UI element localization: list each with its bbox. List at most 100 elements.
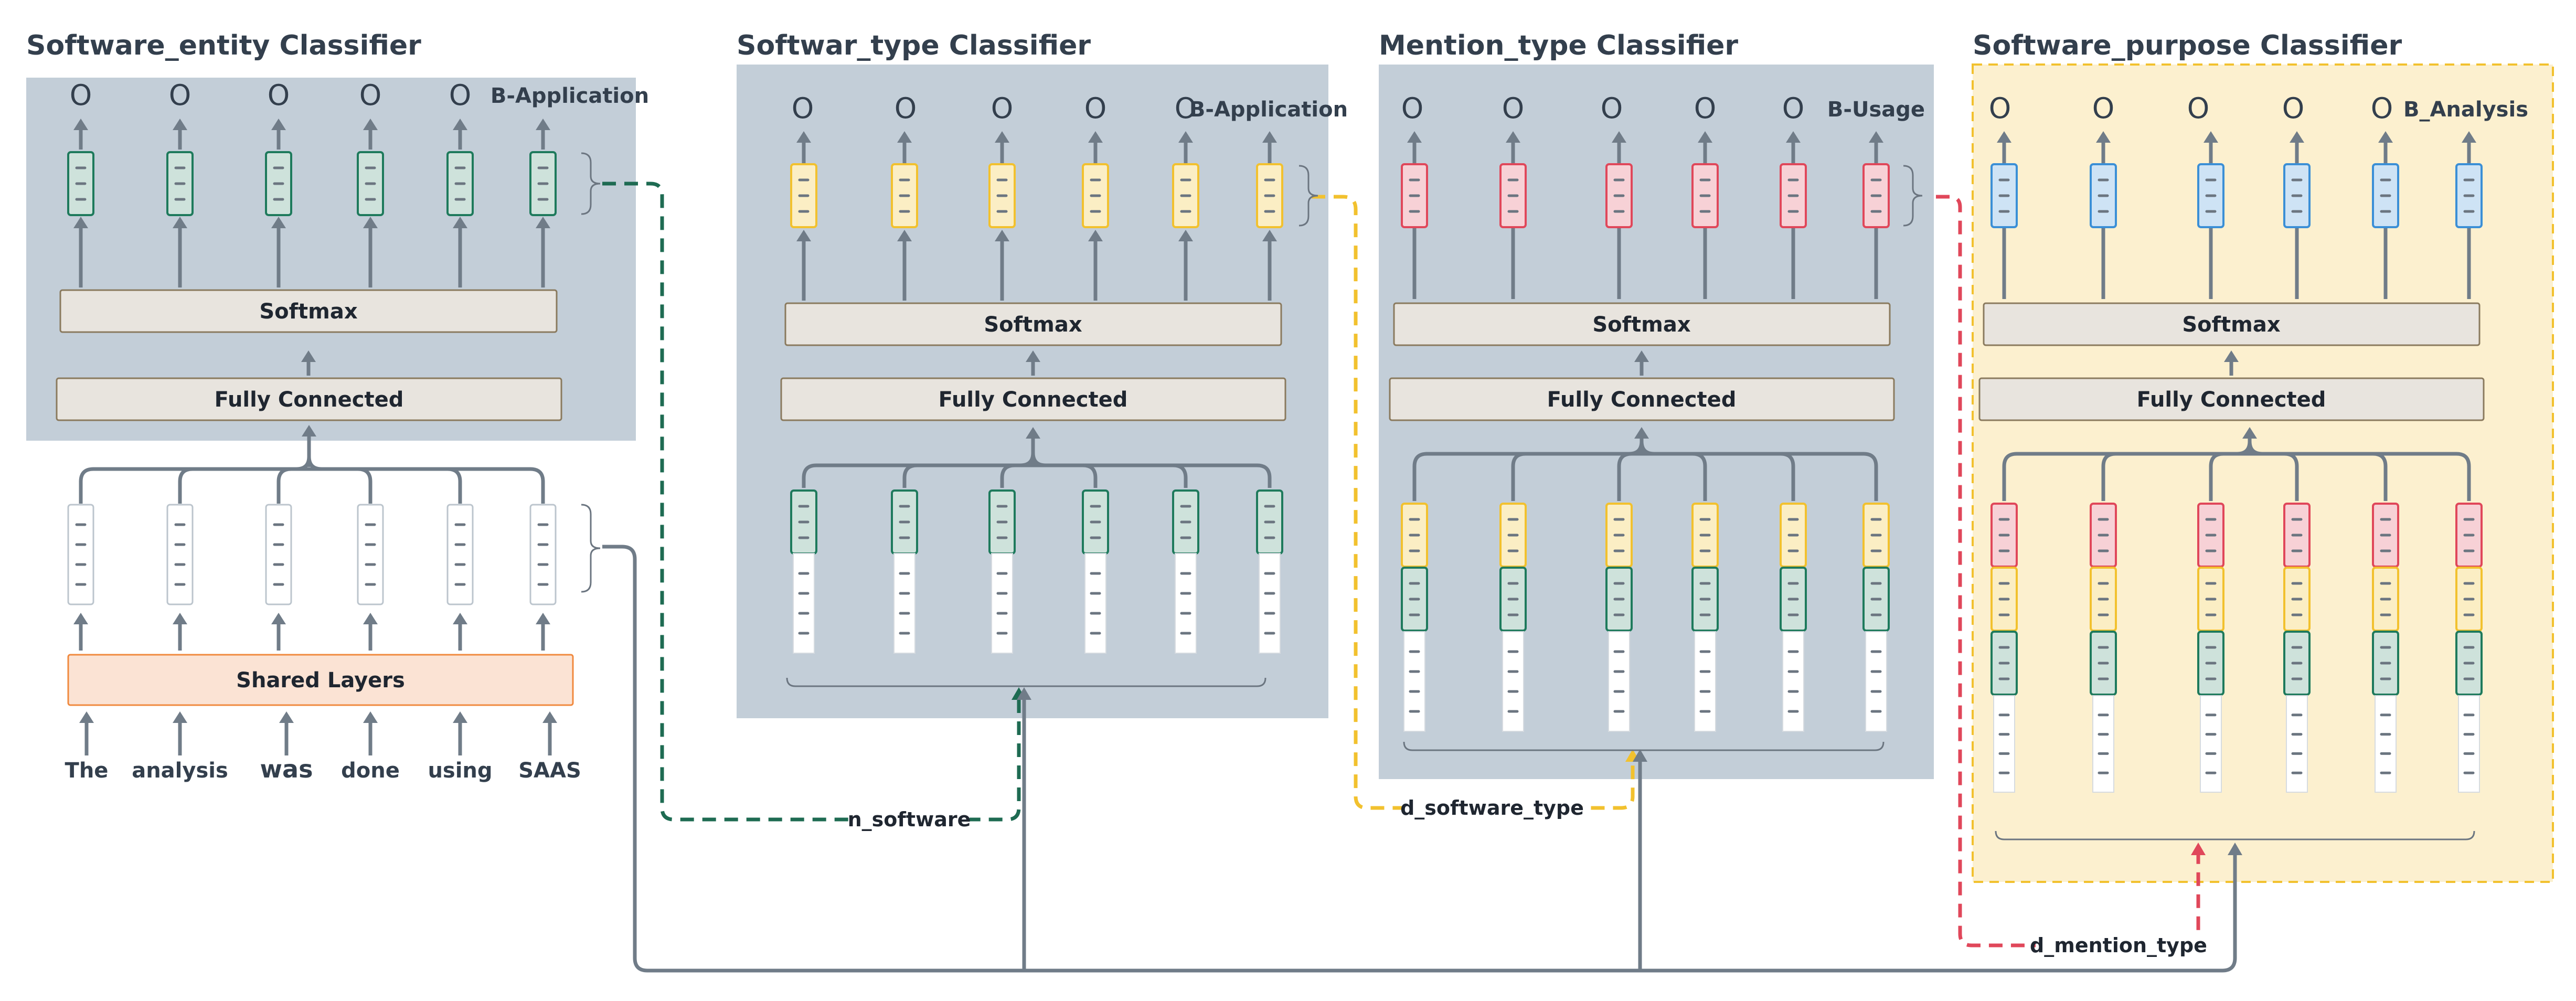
arrow-up-icon (1088, 230, 1103, 241)
embedding-cell (1175, 553, 1197, 654)
input-word: The (65, 759, 109, 783)
embedding-cell (2458, 695, 2480, 793)
embedding-cell (1694, 631, 1716, 732)
shared-layers-label: Shared Layers (236, 668, 405, 693)
output-label: O (1989, 92, 2011, 125)
merge-connector (802, 463, 1272, 488)
curly-brace-icon (1903, 165, 1923, 227)
embedding-cell (991, 553, 1013, 654)
output-label: O (169, 79, 191, 112)
fc-label: Fully Connected (939, 388, 1128, 412)
arrow-up-icon (1634, 350, 1649, 362)
arrow-up-icon (453, 711, 467, 723)
edge-label-n-software: n_software (848, 808, 971, 831)
embedding-cell (2200, 695, 2222, 793)
arrow-up-icon (897, 131, 912, 143)
merge-connector (79, 467, 545, 504)
input-words: The analysis was done using SAAS (65, 755, 581, 783)
arrow-up-icon (542, 711, 557, 723)
arrow-up-icon (453, 613, 467, 624)
arrow-up-icon (279, 711, 294, 723)
arrow-up-icon (301, 350, 316, 362)
arrow-up-icon (2224, 350, 2239, 362)
output-label: O (449, 79, 472, 112)
merge-hub (296, 456, 311, 471)
arrow-up-icon (1017, 687, 1031, 700)
arrow-up-icon (1026, 350, 1040, 362)
output-label: O (991, 92, 1014, 125)
fc-label: Fully Connected (215, 388, 404, 412)
merge-branch (902, 463, 918, 488)
softmax-box-mention: Softmax (1393, 302, 1891, 346)
arrow-up-icon (1869, 131, 1883, 143)
output-label: O (359, 79, 382, 112)
arrow-up-icon (536, 613, 550, 624)
merge-branch (2284, 452, 2299, 501)
embedding-cell (1259, 553, 1281, 654)
arrow-up-icon (453, 119, 467, 130)
arrow-up-icon (73, 119, 88, 130)
merge-branch (2101, 452, 2116, 501)
softmax-label: Softmax (984, 313, 1082, 337)
embedding-cell (1865, 631, 1887, 732)
fc-label: Fully Connected (2137, 388, 2326, 412)
arrow-up-icon (897, 230, 912, 241)
arrow-up-icon (173, 217, 187, 228)
arrow-up-icon (2242, 427, 2257, 439)
arrow-up-icon (271, 119, 286, 130)
merge-branch (2209, 452, 2224, 501)
arrow-up-icon (1407, 131, 1422, 143)
network-layers (67, 119, 2483, 840)
merge-branch (1173, 463, 1188, 488)
merge-branch (357, 467, 372, 504)
merge-connector (1412, 452, 1878, 501)
arrow-up-icon (453, 217, 467, 228)
merge-branch (276, 467, 292, 504)
softmax-label: Softmax (1592, 313, 1690, 337)
output-label: O (2187, 92, 2210, 125)
shared-vector-cell (446, 504, 474, 605)
softmax-box-type: Softmax (784, 302, 1282, 346)
edge-label-bg (849, 805, 970, 834)
curly-brace-icon (581, 152, 601, 215)
arrow-up-icon (2191, 843, 2206, 855)
arrow-up-icon (2204, 131, 2218, 143)
merge-connector (2002, 452, 2471, 501)
fc-box-entity: Fully Connected (56, 377, 562, 421)
output-label: B-Application (491, 84, 649, 108)
n-software-connector (602, 182, 1021, 822)
output-label: O (1502, 92, 1525, 125)
title-type: Softwar_type Classifier (737, 30, 1091, 61)
arrow-up-icon (1088, 131, 1103, 143)
arrow-up-icon (1262, 131, 1277, 143)
arrow-up-icon (796, 230, 811, 241)
output-label: B_Analysis (2403, 98, 2528, 122)
input-word: analysis (132, 759, 228, 783)
softmax-box-entity: Softmax (59, 289, 558, 333)
merge-hub (307, 456, 322, 471)
merge-branch (1692, 452, 1707, 501)
embedding-cell (2092, 695, 2114, 793)
panel-mention (1379, 65, 1934, 779)
softmax-label: Softmax (2182, 313, 2280, 337)
curly-brace-icon (581, 504, 601, 593)
output-label: B-Usage (1827, 98, 1925, 122)
outputs-purpose: O O O O O B_Analysis (1989, 92, 2528, 125)
arrow-up-icon (995, 230, 1009, 241)
arrow-up-icon (2096, 131, 2111, 143)
embedding-cell (2375, 695, 2397, 793)
output-label: O (792, 92, 814, 125)
outputs-entity: O O O O O B-Application (70, 79, 649, 112)
arrow-up-icon (73, 217, 88, 228)
arrow-up-icon (363, 217, 378, 228)
arrow-up-icon (1506, 131, 1520, 143)
concat-bracket (1403, 741, 1885, 751)
edge-label-bg (1404, 793, 1580, 823)
arrow-up-icon (1612, 131, 1626, 143)
edge-label-d-mention-type: d_mention_type (2030, 934, 2207, 957)
arrow-up-icon (173, 119, 187, 130)
output-label: O (1401, 92, 1424, 125)
arrow-up-icon (2462, 131, 2476, 143)
embedding-cell (1782, 631, 1804, 732)
